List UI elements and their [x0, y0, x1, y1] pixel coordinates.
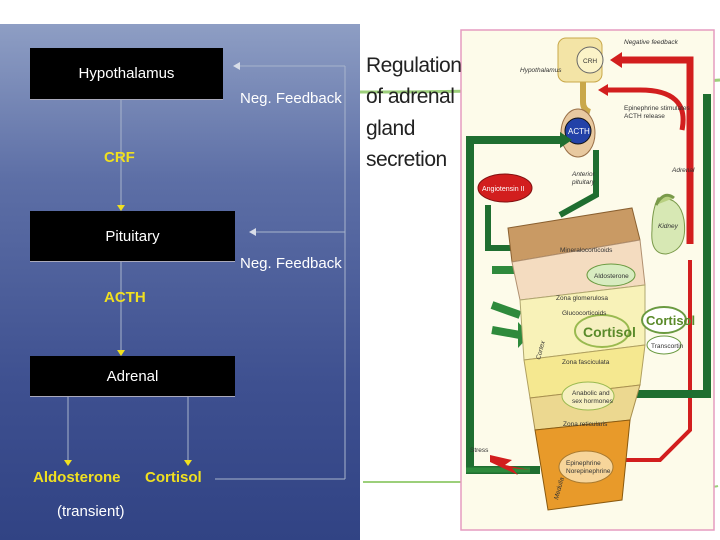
mineralocorticoids-label: Mineralocorticoids [560, 247, 613, 254]
anabolic-label: Anabolic and [572, 390, 610, 397]
hypothalamus-small-label: Hypothalamus [520, 67, 562, 74]
aldosterone-label: Aldosterone [33, 469, 121, 486]
epinephrine-stimulates-label: Epinephrine stimulates [624, 105, 691, 112]
sex-hormones-label: sex hormones [572, 398, 614, 405]
cortisol-cortex-label: Cortisol [583, 324, 636, 340]
hypothalamus-label: Hypothalamus [78, 65, 175, 82]
cortisol-right-label: Cortisol [646, 313, 695, 328]
left-panel [0, 24, 360, 540]
pituitary-label: Pituitary [105, 227, 160, 245]
title-line-2: of adrenal [366, 85, 455, 108]
norepinephrine-label: Norepinephrine [566, 468, 611, 475]
anterior-label: Anterior [571, 171, 596, 178]
kidney-label: Kidney [658, 223, 679, 230]
neg-feedback-label-2: Neg. Feedback [240, 255, 342, 272]
stress-label: Stress [470, 447, 489, 454]
acth-bulb-label: ACTH [568, 127, 590, 136]
zona-fasciculata-label: Zona fasciculata [562, 359, 610, 366]
pituitary-box: Pituitary [30, 211, 235, 262]
crf-label: CRF [104, 149, 135, 166]
acth-release-label: ACTH release [624, 113, 665, 120]
title-line-3: gland [366, 117, 415, 140]
aldosterone-small-label: Aldosterone [594, 273, 629, 280]
adrenal-small-label: Adrenal [671, 167, 695, 174]
zona-reticularis-label: Zona reticularis [563, 421, 608, 428]
glucocorticoids-label: Glucocorticoids [562, 310, 607, 317]
title-line-1: Regulation [366, 54, 462, 77]
cortex-label: Cortex [535, 339, 547, 360]
transcortin-label: Transcortin [651, 343, 684, 350]
title-line-4: secretion [366, 148, 447, 171]
zona-glomerulosa-label: Zona glomerulosa [556, 295, 608, 302]
left-flow-arrows [64, 62, 346, 480]
adrenal-label: Adrenal [106, 367, 159, 385]
hypothalamus-box: Hypothalamus [30, 48, 223, 100]
acth-label: ACTH [104, 289, 146, 306]
cortisol-label: Cortisol [145, 469, 202, 486]
neg-feedback-label-1: Neg. Feedback [240, 90, 342, 107]
pituitary-small-label: pituitary [571, 179, 596, 186]
crh-label: CRH [583, 58, 597, 65]
epinephrine-medulla-label: Epinephrine [566, 460, 601, 467]
angiotensin-label: Angiotensin II [482, 186, 524, 193]
adrenal-box: Adrenal [30, 356, 235, 397]
negative-feedback-label: Negative feedback [624, 39, 679, 46]
transient-label: (transient) [57, 503, 125, 520]
